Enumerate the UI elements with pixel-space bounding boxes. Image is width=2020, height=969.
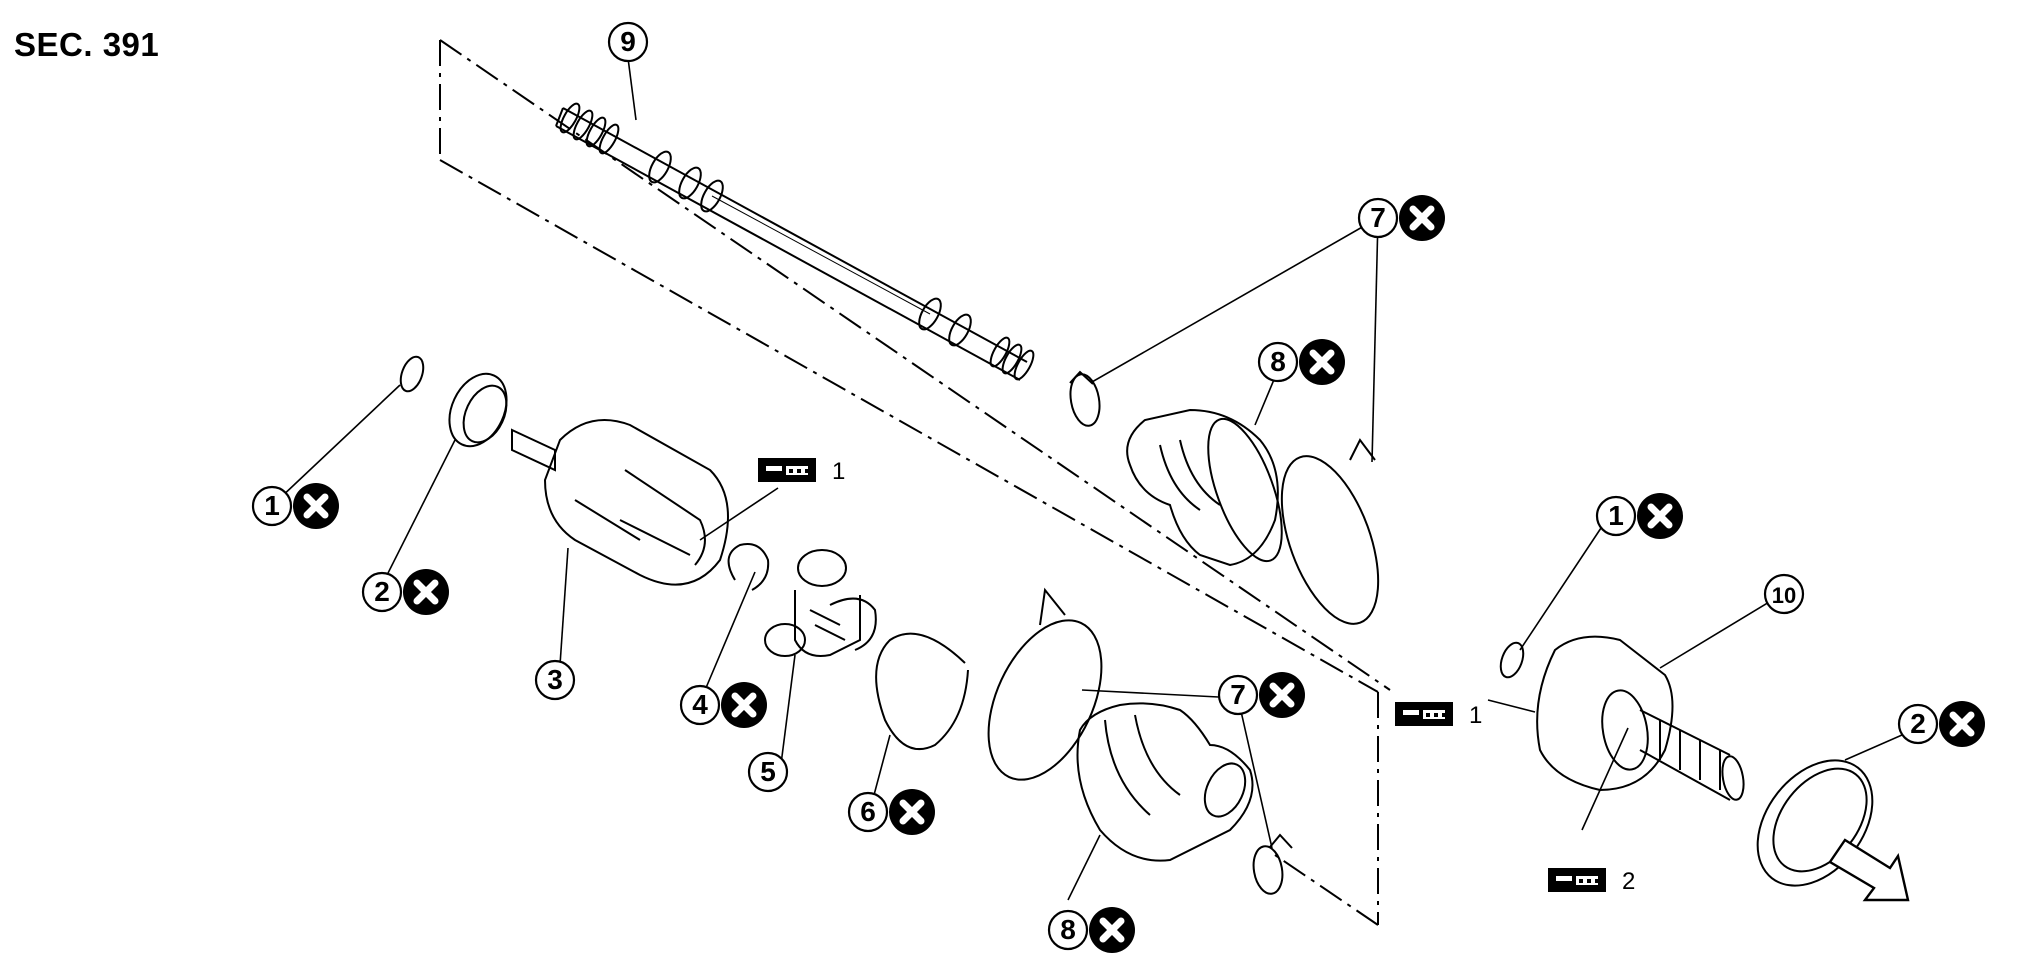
do-not-reuse-icon xyxy=(1089,907,1135,953)
callout-2: 2 xyxy=(361,569,449,615)
callout-9: 9 xyxy=(607,21,649,63)
callout-circle xyxy=(1047,909,1089,951)
callout-circle xyxy=(847,791,889,833)
callout-5: 5 xyxy=(747,751,789,793)
outboard-joint xyxy=(1536,635,1745,801)
boot-band-top-large xyxy=(1280,438,1380,625)
callout-number: 9 xyxy=(620,26,636,57)
callout-circle xyxy=(251,485,293,527)
grease-application-icon xyxy=(758,458,816,482)
callout-circle xyxy=(607,21,649,63)
callout-circle xyxy=(679,684,721,726)
callout-number: 6 xyxy=(860,796,876,827)
snap-ring-left xyxy=(399,355,425,393)
grease-mark-number: 2 xyxy=(1622,868,1635,895)
callout-circle xyxy=(1357,197,1399,239)
circlip xyxy=(727,543,770,591)
do-not-reuse-icon xyxy=(889,789,935,835)
do-not-reuse-icon xyxy=(1399,195,1445,241)
leader-lines xyxy=(277,57,1919,901)
do-not-reuse-icon xyxy=(1259,672,1305,718)
callout-7: 7 xyxy=(1357,195,1445,241)
grease-mark: 1 xyxy=(1395,702,1482,729)
grease-mark-number: 1 xyxy=(832,458,845,485)
grease-marks: 1 1 2 xyxy=(758,458,1635,895)
callout-number: 7 xyxy=(1230,679,1246,710)
callout-6: 6 xyxy=(847,789,935,835)
callouts: 9 7 8 1 2 3 4 5 6 7 8 1 10 2 xyxy=(251,21,1985,953)
callout-number: 2 xyxy=(374,576,390,607)
callout-number: 5 xyxy=(760,756,776,787)
boot-bottom xyxy=(1076,702,1254,862)
section-label: SEC. 391 xyxy=(14,26,160,63)
callout-1: 1 xyxy=(251,483,339,529)
callout-7: 7 xyxy=(1217,672,1305,718)
grease-mark-number: 1 xyxy=(1469,702,1482,729)
callout-number: 10 xyxy=(1772,583,1796,608)
boot-top xyxy=(1126,408,1283,567)
callout-circle xyxy=(1217,674,1259,716)
drive-shaft xyxy=(555,102,1035,381)
do-not-reuse-icon xyxy=(721,682,767,728)
callout-circle xyxy=(1763,573,1805,615)
callout-number: 2 xyxy=(1910,708,1926,739)
do-not-reuse-icon xyxy=(1299,339,1345,385)
callout-circle xyxy=(1897,703,1939,745)
callout-number: 8 xyxy=(1270,346,1286,377)
callout-number: 8 xyxy=(1060,914,1076,945)
callout-number: 1 xyxy=(1608,500,1624,531)
grease-application-icon xyxy=(1548,868,1606,892)
grease-mark: 1 xyxy=(758,458,845,485)
callout-1: 1 xyxy=(1595,493,1683,539)
callout-circle xyxy=(1595,495,1637,537)
callout-number: 3 xyxy=(547,664,563,695)
snap-ring-right xyxy=(1499,641,1525,679)
callout-4: 4 xyxy=(679,682,767,728)
do-not-reuse-icon xyxy=(403,569,449,615)
dust-shield-left xyxy=(448,372,508,448)
do-not-reuse-icon xyxy=(1939,701,1985,747)
callout-2: 2 xyxy=(1897,701,1985,747)
callout-circle xyxy=(747,751,789,793)
do-not-reuse-icon xyxy=(293,483,339,529)
boot-band-top-small xyxy=(1069,370,1101,427)
do-not-reuse-icon xyxy=(1637,493,1683,539)
callout-8: 8 xyxy=(1257,339,1345,385)
callout-3: 3 xyxy=(534,659,576,701)
boot-band-bottom-small xyxy=(1252,833,1293,895)
callout-number: 1 xyxy=(264,490,280,521)
callout-circle xyxy=(1257,341,1299,383)
callout-circle xyxy=(534,659,576,701)
callout-8: 8 xyxy=(1047,907,1135,953)
vehicle-front-arrow-icon xyxy=(1828,838,1910,902)
spider-assembly xyxy=(764,549,877,657)
joint-housing xyxy=(511,419,729,586)
snap-ring xyxy=(875,632,969,750)
grease-mark: 2 xyxy=(1548,868,1635,895)
boot-band-bottom-large xyxy=(987,587,1103,781)
callout-circle xyxy=(361,571,403,613)
grease-application-icon xyxy=(1395,702,1453,726)
callout-10: 10 xyxy=(1763,573,1805,615)
callout-number: 4 xyxy=(692,689,708,720)
callout-number: 7 xyxy=(1370,202,1386,233)
